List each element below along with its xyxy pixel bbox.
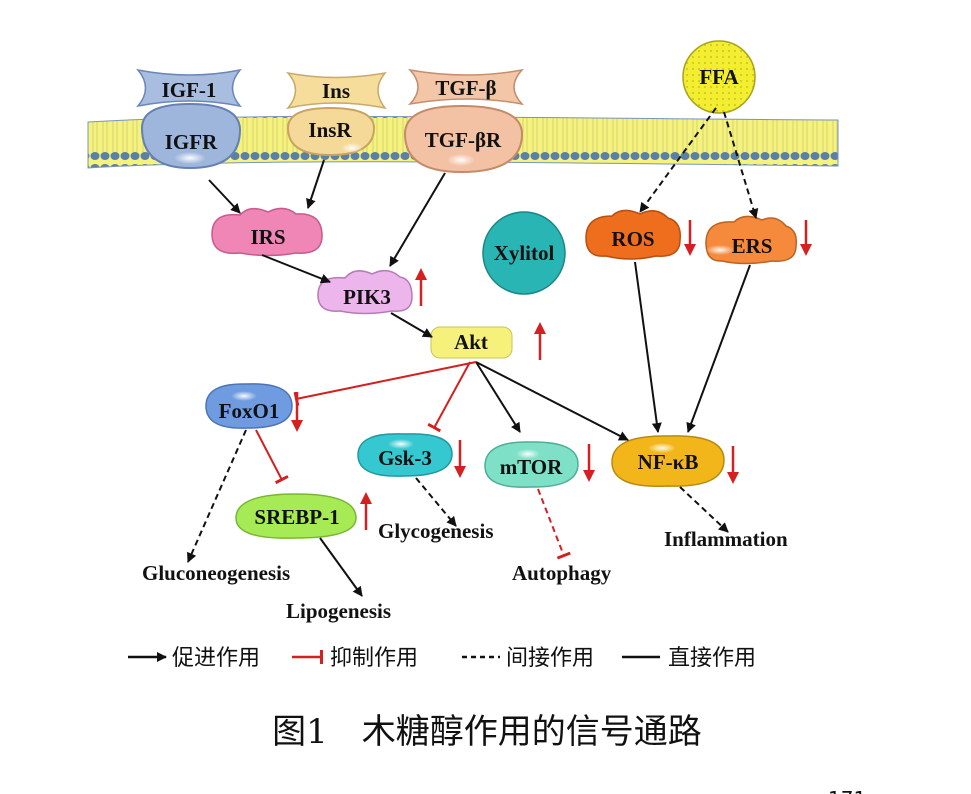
arrow-insr-irs xyxy=(306,159,325,209)
legend: 促进作用 抑制作用 间接作用 直接作用 xyxy=(128,646,756,671)
legend-indirect-label: 间接作用 xyxy=(506,646,594,671)
ins-ligand: Ins xyxy=(285,71,387,110)
gsk3-down-arrow xyxy=(454,440,466,478)
regulation-indicators xyxy=(291,220,812,530)
ros-down-arrow xyxy=(684,220,696,256)
lipogenesis-label: Lipogenesis xyxy=(286,599,391,623)
foxo1-down-arrow xyxy=(291,392,303,432)
ers-node: ERS xyxy=(705,215,798,265)
igfr-receptor: IGFR xyxy=(140,102,242,170)
arrow-ros-nfkb xyxy=(634,261,662,433)
ros-node: ROS xyxy=(585,209,681,260)
srebp1-up-arrow xyxy=(360,492,372,530)
arrow-tgfbr-pik3 xyxy=(389,172,446,267)
gsk3-node: Gsk-3 xyxy=(357,433,453,477)
nfkb-label: NF-κB xyxy=(638,450,699,474)
xylitol-label: Xylitol xyxy=(494,241,555,265)
arrow-akt-nfkb xyxy=(475,361,629,441)
page-number: 171 xyxy=(828,787,866,794)
foxo1-label: FoxO1 xyxy=(219,399,280,423)
mtor-down-arrow xyxy=(583,444,595,482)
arrow-ffa-ers xyxy=(723,111,759,219)
arrow-ffa-ros xyxy=(639,107,717,213)
irs-label: IRS xyxy=(250,225,285,249)
glycogenesis-label: Glycogenesis xyxy=(378,519,494,543)
figure-caption: 图1 木糖醇作用的信号通路 xyxy=(272,712,702,752)
mtor-label: mTOR xyxy=(500,455,563,479)
tgfbr-receptor: TGF-βR xyxy=(403,104,524,174)
ers-label: ERS xyxy=(732,234,773,258)
srebp1-label: SREBP-1 xyxy=(254,505,339,529)
arrow-foxo1-gluconeogenesis xyxy=(187,429,247,563)
arrow-srebp1-lipogenesis xyxy=(319,537,363,597)
tgfbr-label: TGF-βR xyxy=(425,128,502,152)
igf1-label: IGF-1 xyxy=(162,78,217,102)
indirect-arrows xyxy=(187,107,759,563)
igf1-ligand: IGF-1 xyxy=(136,68,242,108)
inhibit-lines xyxy=(255,361,571,560)
arrow-irs-pik3 xyxy=(261,254,331,284)
ins-label: Ins xyxy=(322,79,350,103)
arrow-ers-nfkb xyxy=(686,264,751,433)
nfkb-node: NF-κB xyxy=(611,435,725,488)
inflammation-label: Inflammation xyxy=(664,527,788,551)
arrow-akt-mtor xyxy=(475,361,521,433)
pik3-label: PIK3 xyxy=(343,285,391,309)
akt-up-arrow xyxy=(534,322,546,360)
legend-inhibit-label: 抑制作用 xyxy=(330,646,418,671)
insr-label: InsR xyxy=(308,118,352,142)
pik3-up-arrow xyxy=(415,268,427,306)
tgfb-ligand: TGF-β xyxy=(407,68,525,106)
gluconeogenesis-label: Gluconeogenesis xyxy=(142,561,290,585)
inhibit-foxo1-srebp1 xyxy=(255,429,289,485)
akt-label: Akt xyxy=(454,330,488,354)
mtor-node: mTOR xyxy=(484,441,579,488)
srebp1-node: SREBP-1 xyxy=(235,493,357,539)
xylitol-node: Xylitol xyxy=(482,211,566,295)
ffa-label: FFA xyxy=(699,65,739,89)
arrow-nfkb-inflammation xyxy=(679,486,729,533)
ros-label: ROS xyxy=(611,227,654,251)
arrow-igfr-irs xyxy=(208,179,241,214)
nfkb-down-arrow xyxy=(727,446,739,484)
arrow-pik3-akt xyxy=(390,312,433,338)
foxo1-node: FoxO1 xyxy=(205,383,293,429)
ers-down-arrow xyxy=(800,220,812,256)
inhibit-mtor-autophagy xyxy=(537,488,571,560)
promote-arrows xyxy=(208,159,751,597)
inhibit-akt-gsk3 xyxy=(427,361,471,433)
tgfb-label: TGF-β xyxy=(435,76,496,100)
irs-node: IRS xyxy=(211,207,323,257)
igfr-label: IGFR xyxy=(165,130,218,154)
arrow-gsk3-glycogenesis xyxy=(415,477,457,527)
insr-receptor: InsR xyxy=(286,106,376,157)
akt-node: Akt xyxy=(430,326,513,359)
pik3-node: PIK3 xyxy=(317,269,413,315)
legend-promote-label: 促进作用 xyxy=(172,646,260,671)
gsk3-label: Gsk-3 xyxy=(378,446,432,470)
ffa-node: FFA xyxy=(682,40,756,114)
legend-direct-label: 直接作用 xyxy=(668,646,756,671)
inhibit-akt-foxo1 xyxy=(293,361,477,407)
autophagy-label: Autophagy xyxy=(512,561,612,585)
